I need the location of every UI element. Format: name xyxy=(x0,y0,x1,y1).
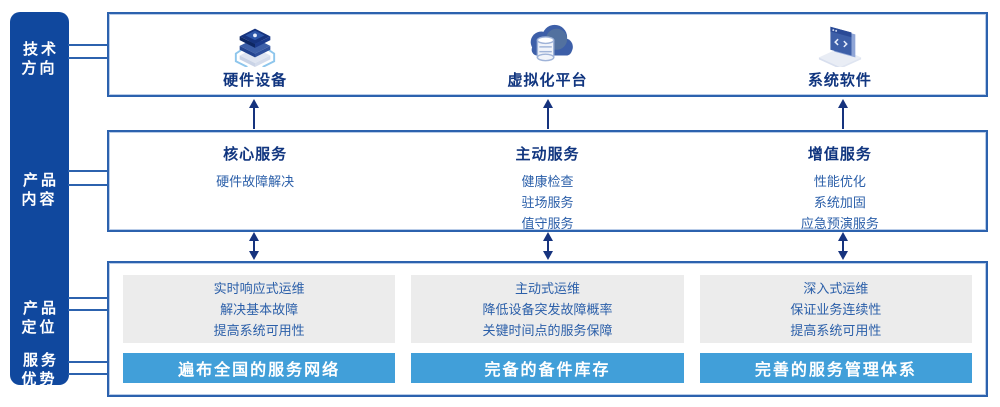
service-column-title: 主动服务 xyxy=(515,146,580,163)
double-arrow xyxy=(249,232,259,260)
positioning-panel: 深入式运维 保证业务连续性 提高系统可用性 xyxy=(699,275,972,343)
service-item: 性能优化 xyxy=(813,174,866,189)
connector-line xyxy=(68,361,108,363)
code-window-icon xyxy=(808,21,872,67)
service-column-title: 增值服务 xyxy=(807,146,872,163)
up-arrow xyxy=(838,99,848,129)
connector-line xyxy=(68,170,108,172)
service-column-value-added: 增值服务 性能优化 系统加固 应急预演服务 xyxy=(694,132,986,234)
positioning-line: 提高系统可用性 xyxy=(790,322,882,338)
positioning-column-realtime: 实时响应式运维 解决基本故障 提高系统可用性 遍布全国的服务网络 xyxy=(123,275,396,383)
advantage-banner: 遍布全国的服务网络 xyxy=(123,353,396,383)
sidebar-label-service-advantage: 服务 优势 xyxy=(21,352,59,388)
advantage-banner: 完备的备件库存 xyxy=(411,353,684,383)
advantage-banner: 完善的服务管理体系 xyxy=(699,353,972,383)
cloud-database-icon xyxy=(515,21,579,67)
positioning-column-indepth: 深入式运维 保证业务连续性 提高系统可用性 完善的服务管理体系 xyxy=(699,275,972,383)
service-column-core: 核心服务 硬件故障解决 xyxy=(109,132,401,234)
positioning-line: 提高系统可用性 xyxy=(213,322,305,338)
positioning-line: 保证业务连续性 xyxy=(790,301,882,317)
product-positioning-box: 实时响应式运维 解决基本故障 提高系统可用性 遍布全国的服务网络 主动式运维 降… xyxy=(107,261,988,397)
connector-line xyxy=(68,309,108,311)
service-item: 硬件故障解决 xyxy=(216,174,295,189)
positioning-line: 深入式运维 xyxy=(803,280,869,296)
double-arrow xyxy=(543,232,553,260)
sidebar: 技术 方向 产品 内容 产品 定位 服务 优势 xyxy=(10,12,69,388)
sidebar-label-product-content: 产品 内容 xyxy=(21,172,59,208)
connector-line xyxy=(68,184,108,186)
service-column-title: 核心服务 xyxy=(223,146,288,163)
service-item: 驻场服务 xyxy=(521,195,574,210)
connector-line xyxy=(68,44,108,46)
positioning-panel: 主动式运维 降低设备突发故障概率 关键时间点的服务保障 xyxy=(411,275,684,343)
tech-item-label: 虚拟化平台 xyxy=(507,72,588,89)
connector-line xyxy=(68,57,108,59)
up-arrow xyxy=(249,99,259,129)
tech-item-label: 硬件设备 xyxy=(223,72,288,89)
service-item: 健康检查 xyxy=(521,174,574,189)
tech-item-hardware: 硬件设备 xyxy=(109,14,401,95)
service-item: 系统加固 xyxy=(813,195,866,210)
service-column-proactive: 主动服务 健康检查 驻场服务 值守服务 xyxy=(401,132,693,234)
double-arrow xyxy=(838,232,848,260)
positioning-line: 关键时间点的服务保障 xyxy=(482,322,613,338)
positioning-line: 主动式运维 xyxy=(514,280,580,296)
tech-item-system-software: 系统软件 xyxy=(694,14,986,95)
service-item: 应急预演服务 xyxy=(800,216,879,231)
tech-item-virtualization: 虚拟化平台 xyxy=(401,14,693,95)
positioning-line: 实时响应式运维 xyxy=(213,280,305,296)
positioning-line: 降低设备突发故障概率 xyxy=(482,301,613,317)
up-arrow xyxy=(543,99,553,129)
tech-item-label: 系统软件 xyxy=(807,72,872,89)
sidebar-label-product-positioning: 产品 定位 xyxy=(21,300,59,336)
product-content-box: 核心服务 硬件故障解决 主动服务 健康检查 驻场服务 值守服务 增值服务 性能优… xyxy=(107,130,988,232)
connector-line xyxy=(68,297,108,299)
tech-direction-box: 硬件设备 虚拟化平台 xyxy=(107,12,988,97)
connector-line xyxy=(68,373,108,375)
positioning-column-proactive: 主动式运维 降低设备突发故障概率 关键时间点的服务保障 完备的备件库存 xyxy=(411,275,684,383)
positioning-line: 解决基本故障 xyxy=(220,301,299,317)
sidebar-label-tech-direction: 技术 方向 xyxy=(21,41,59,77)
service-item: 值守服务 xyxy=(521,216,574,231)
server-stack-icon xyxy=(223,21,287,67)
positioning-panel: 实时响应式运维 解决基本故障 提高系统可用性 xyxy=(123,275,396,343)
